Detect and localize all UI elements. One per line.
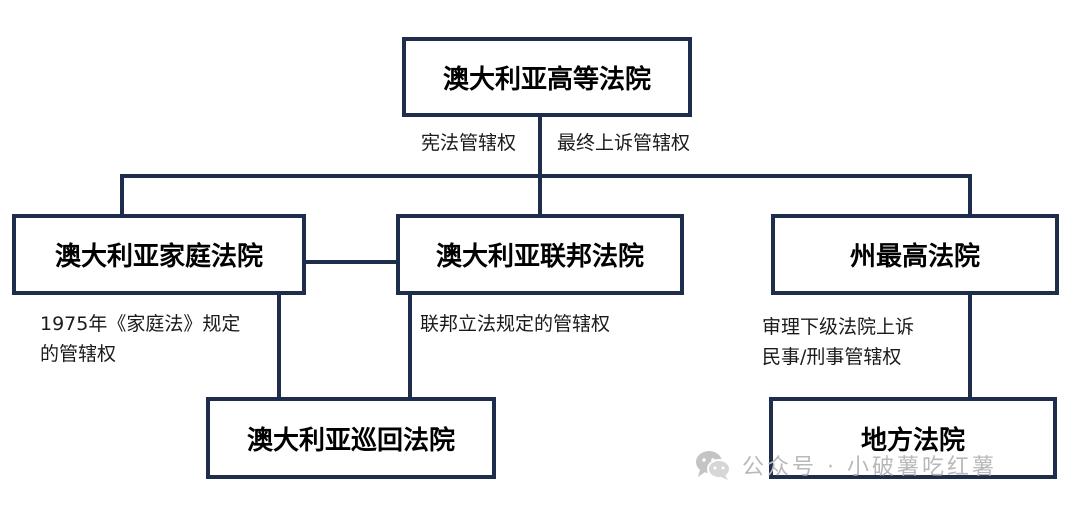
watermark: 公众号 · 小破薯吃红薯: [694, 448, 997, 482]
label-appeals-line1: 审理下级法院上诉: [762, 316, 915, 338]
watermark-text: 公众号 · 小破薯吃红薯: [742, 455, 997, 480]
label-family-act-line1: 1975年《家庭法》规定: [40, 313, 241, 335]
label-appeals-jurisdiction: 审理下级法院上诉 民事/刑事管辖权: [762, 312, 914, 372]
node-circuit-court: 澳大利亚巡回法院: [206, 397, 496, 479]
label-federal-legislation-jurisdiction: 联邦立法规定的管辖权: [420, 313, 611, 335]
node-local-court: 地方法院: [769, 397, 1057, 479]
wechat-icon: [696, 451, 731, 480]
node-federal-court: 澳大利亚联邦法院: [396, 214, 684, 295]
node-state-supreme-court: 州最高法院: [771, 214, 1059, 295]
label-final-appeal-jurisdiction: 最终上诉管辖权: [557, 132, 691, 154]
node-high-court: 澳大利亚高等法院: [402, 37, 692, 117]
label-family-act-jurisdiction: 1975年《家庭法》规定 的管辖权: [40, 309, 240, 369]
label-constitutional-jurisdiction: 宪法管辖权: [421, 132, 517, 154]
node-family-court: 澳大利亚家庭法院: [12, 214, 306, 295]
label-appeals-line2: 民事/刑事管辖权: [762, 346, 902, 368]
label-family-act-line2: 的管辖权: [40, 343, 117, 365]
